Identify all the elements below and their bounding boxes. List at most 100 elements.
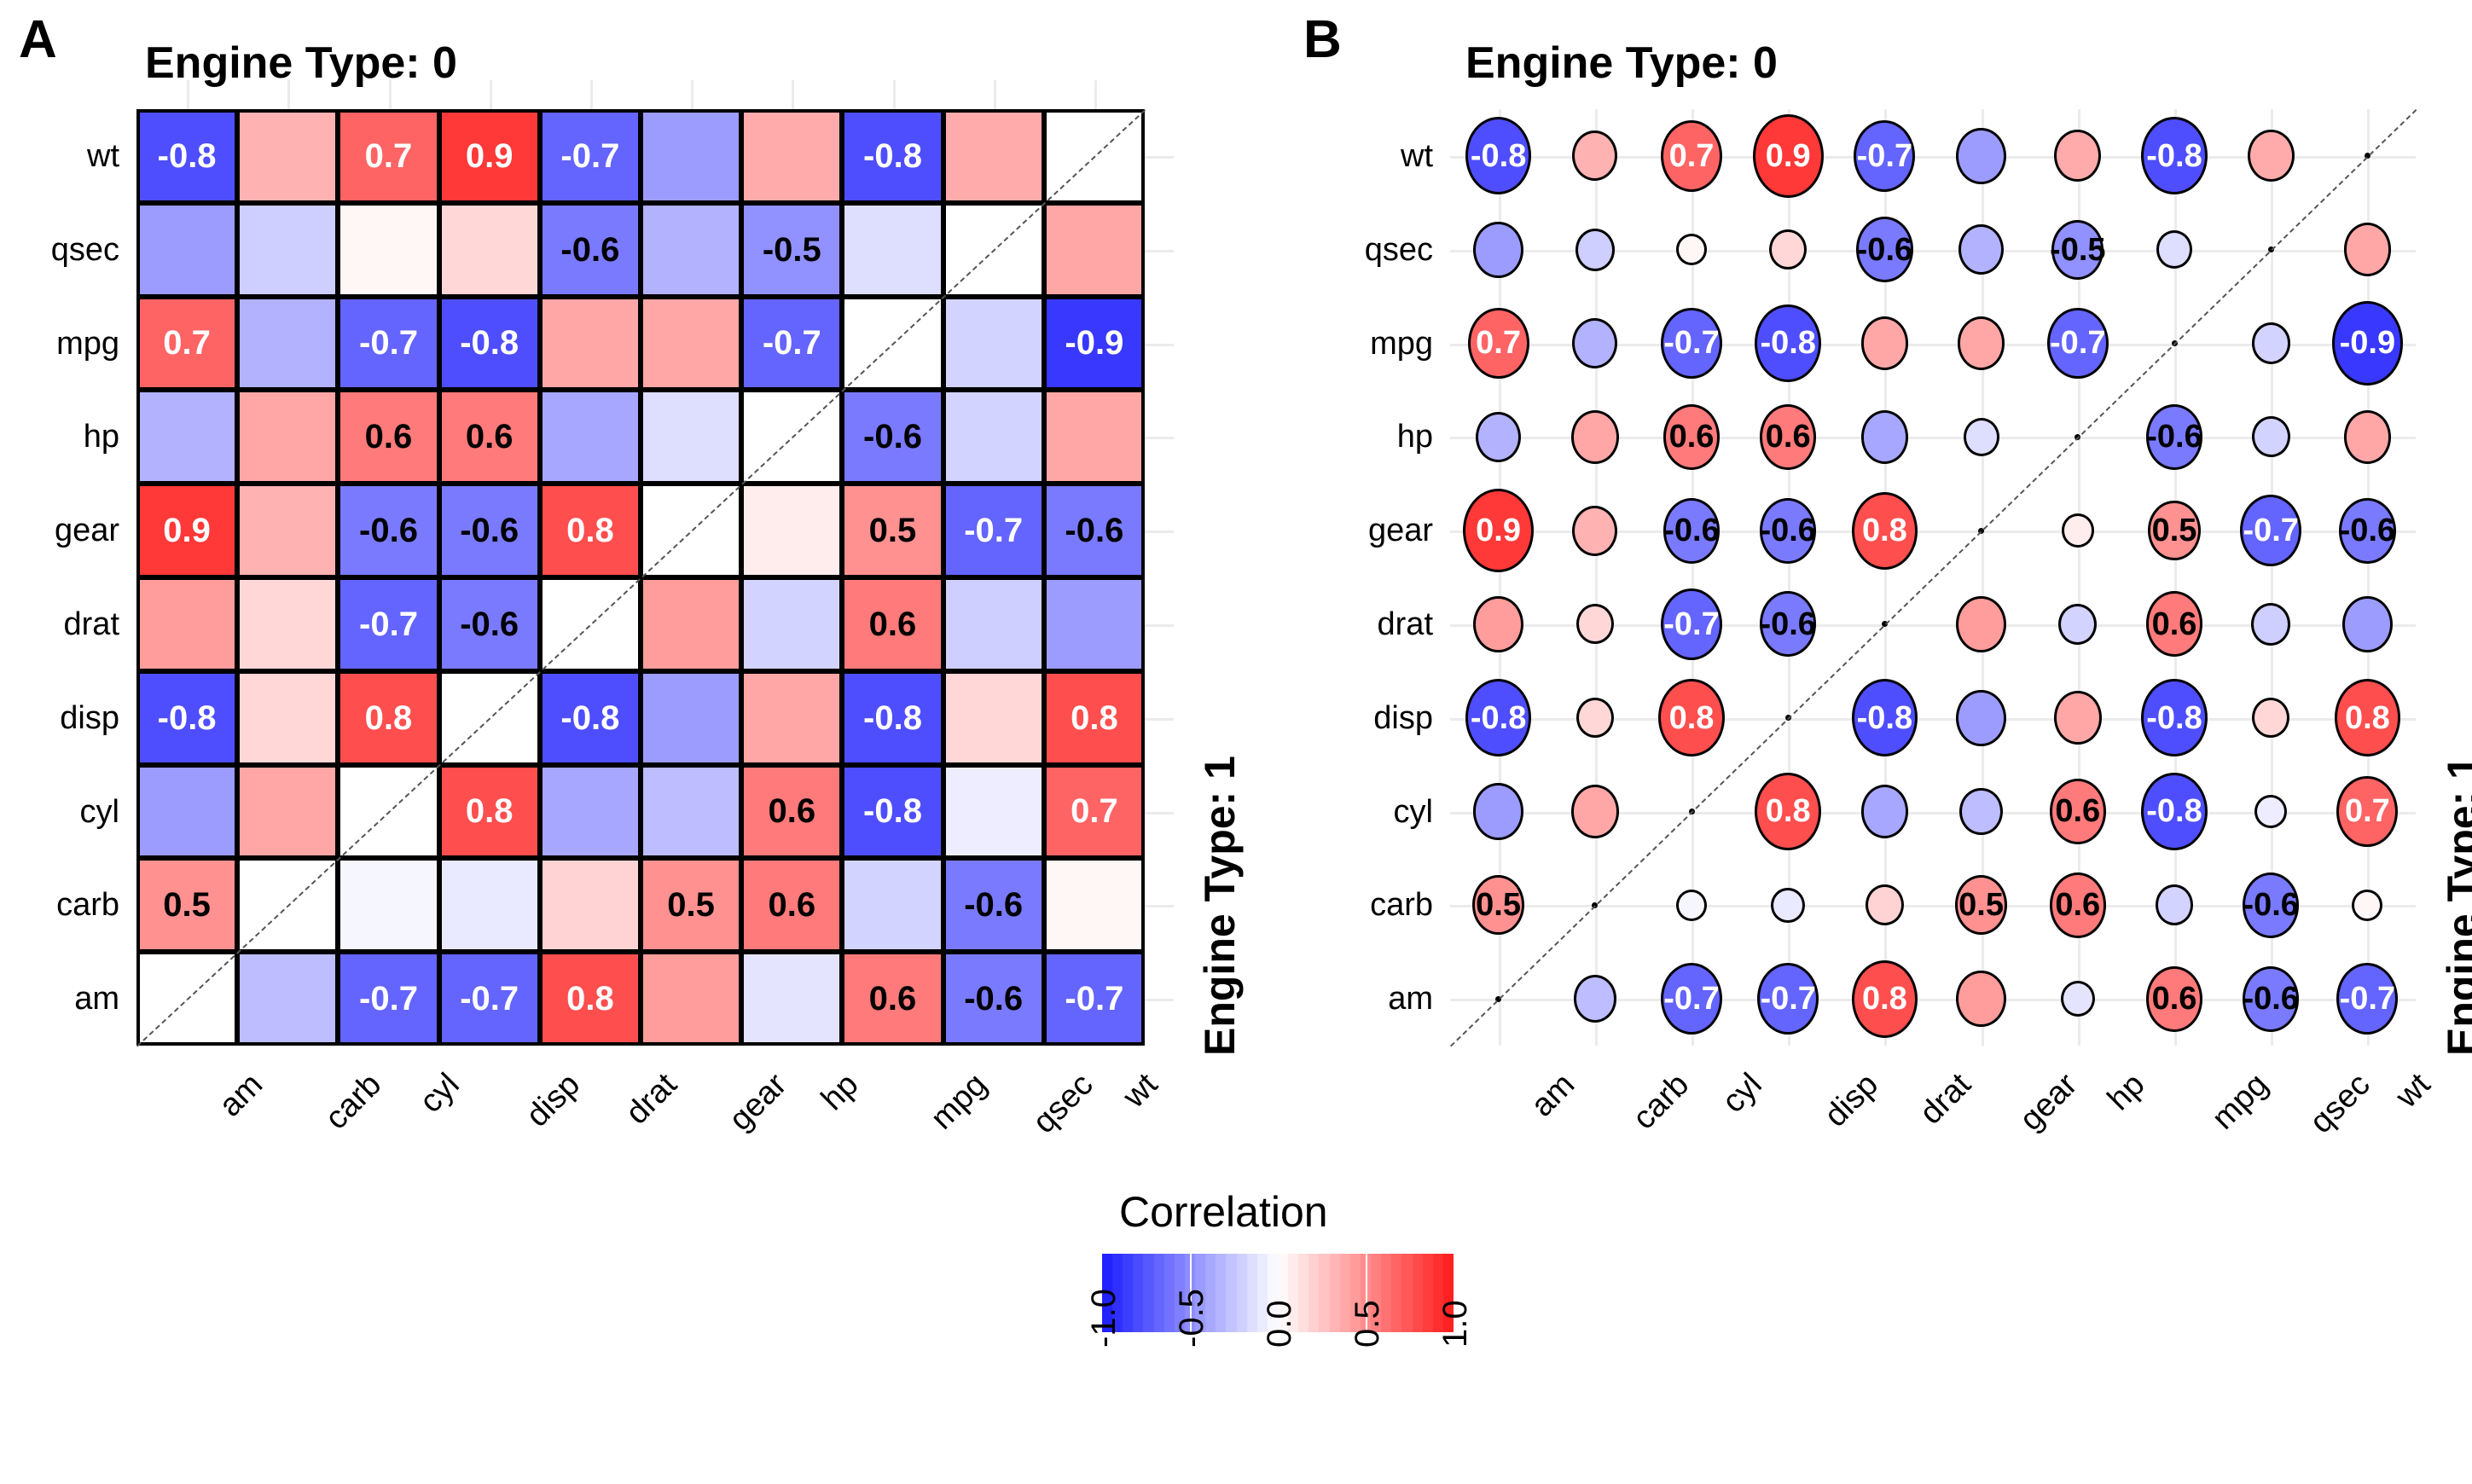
matrix-cell: -0.6 bbox=[943, 952, 1044, 1046]
matrix-cell-value: -0.6 bbox=[560, 230, 620, 269]
matrix-bubble bbox=[1963, 417, 1999, 456]
x-axis-label: am bbox=[1523, 1066, 1581, 1124]
gridline-horizontal bbox=[1450, 343, 2416, 346]
tick-stub-right bbox=[1145, 343, 1174, 346]
matrix-cell-value: -0.8 bbox=[863, 136, 922, 175]
matrix-bubble: -0.7 bbox=[1757, 963, 1819, 1035]
matrix-cell-value: -0.8 bbox=[157, 136, 217, 175]
matrix-bubble: -0.8 bbox=[1755, 304, 1821, 383]
matrix-bubble: -0.8 bbox=[1851, 679, 1918, 757]
matrix-cell: 0.7 bbox=[338, 109, 439, 203]
matrix-cell: 0.8 bbox=[438, 764, 540, 859]
matrix-bubble: -0.6 bbox=[1759, 497, 1817, 564]
matrix-bubble-value: -0.5 bbox=[2050, 231, 2106, 268]
panel-side-title-a: Engine Type: 1 bbox=[1196, 756, 1244, 1056]
legend-colorbar bbox=[1102, 1254, 1454, 1332]
matrix-cell-value: -0.7 bbox=[762, 324, 821, 362]
matrix-cell: 0.6 bbox=[842, 577, 943, 671]
tick-stub-right bbox=[1145, 155, 1174, 159]
panel-title-a: Engine Type: 0 bbox=[145, 38, 457, 88]
matrix-bubble-value: 0.7 bbox=[2344, 793, 2390, 830]
matrix-bubble bbox=[1956, 127, 2006, 184]
matrix-point-diagonal bbox=[1688, 809, 1695, 814]
matrix-cell bbox=[943, 764, 1044, 859]
matrix-bubble: 0.9 bbox=[1752, 113, 1824, 199]
matrix-bubble: -0.8 bbox=[1465, 679, 1532, 757]
matrix-cell bbox=[842, 858, 943, 953]
matrix-bubble-value: -0.9 bbox=[2339, 325, 2396, 362]
matrix-bubble-value: -0.7 bbox=[1856, 137, 1913, 174]
tick-stub-top bbox=[489, 80, 492, 109]
matrix-cell: -0.6 bbox=[1043, 484, 1145, 577]
matrix-point-diagonal bbox=[1978, 527, 1985, 534]
matrix-cell bbox=[136, 202, 238, 297]
matrix-bubble: -0.8 bbox=[2141, 117, 2208, 195]
matrix-bubble-value: 0.8 bbox=[1861, 513, 1907, 549]
matrix-bubble: -0.7 bbox=[1660, 963, 1722, 1035]
matrix-cell-value: -0.7 bbox=[964, 512, 1024, 550]
matrix-bubble-value: -0.6 bbox=[1760, 606, 1816, 642]
matrix-bubble bbox=[2254, 794, 2288, 829]
matrix-bubble bbox=[1860, 785, 1909, 838]
matrix-bubble: 0.7 bbox=[2336, 775, 2399, 848]
matrix-bubble bbox=[2053, 691, 2102, 745]
matrix-cell: -0.7 bbox=[539, 109, 641, 203]
y-axis-label: wt bbox=[1401, 137, 1433, 174]
matrix-bubble: -0.6 bbox=[1856, 217, 1913, 283]
gridline-vertical bbox=[1498, 109, 1501, 1046]
legend-tick-label: 0.0 bbox=[1261, 1300, 1298, 1348]
matrix-cell-value: -0.8 bbox=[157, 699, 217, 737]
matrix-bubble-value: -0.8 bbox=[1470, 699, 1527, 736]
matrix-bubble-value: 0.6 bbox=[2151, 981, 2197, 1017]
matrix-bubble bbox=[2058, 603, 2098, 646]
matrix-bubble-value: -0.7 bbox=[2050, 325, 2106, 362]
matrix-bubble: -0.6 bbox=[2339, 497, 2396, 564]
matrix-cell bbox=[539, 764, 641, 859]
matrix-bubble: -0.6 bbox=[2242, 872, 2300, 938]
matrix-bubble bbox=[2247, 130, 2295, 183]
matrix-cell bbox=[641, 390, 742, 484]
matrix-cell: 0.9 bbox=[438, 109, 540, 203]
matrix-cell bbox=[338, 858, 439, 953]
matrix-cell-value: 0.6 bbox=[465, 418, 514, 456]
matrix-bubble: 0.8 bbox=[1658, 679, 1725, 757]
matrix-bubble-value: -0.8 bbox=[1760, 325, 1816, 362]
matrix-bubble bbox=[2251, 416, 2290, 458]
y-axis-label: qsec bbox=[1364, 231, 1433, 268]
matrix-cell-value: -0.7 bbox=[359, 324, 418, 362]
y-axis-label: carb bbox=[1370, 887, 1433, 924]
gridline-vertical bbox=[1594, 109, 1598, 1046]
x-axis-label: am bbox=[212, 1066, 270, 1124]
matrix-cell-value: 0.6 bbox=[868, 605, 917, 643]
matrix-bubble: 0.5 bbox=[1955, 875, 2008, 936]
matrix-bubble: 0.6 bbox=[2145, 591, 2203, 658]
matrix-cell: -0.7 bbox=[438, 952, 540, 1046]
matrix-bubble bbox=[2155, 884, 2194, 926]
matrix-bubble: -0.7 bbox=[2336, 963, 2399, 1035]
matrix-cell-diagonal bbox=[741, 390, 843, 484]
matrix-bubble bbox=[1575, 604, 1614, 645]
matrix-bubble bbox=[1473, 221, 1523, 278]
matrix-cell bbox=[237, 670, 339, 765]
matrix-bubble bbox=[1573, 975, 1616, 1023]
matrix-cell-value: -0.6 bbox=[460, 605, 519, 643]
matrix-bubble bbox=[2060, 980, 2096, 1017]
matrix-bubble-value: 0.6 bbox=[2151, 606, 2197, 642]
matrix-cell-value: -0.7 bbox=[1065, 980, 1124, 1018]
x-axis-label: disp bbox=[1818, 1066, 1886, 1134]
matrix-bubble-value: -0.6 bbox=[2243, 887, 2299, 924]
y-axis-label: qsec bbox=[50, 231, 119, 268]
gridline-vertical bbox=[2271, 109, 2274, 1046]
y-axis-label: am bbox=[1388, 981, 1433, 1017]
matrix-cell bbox=[641, 577, 742, 671]
legend-notch bbox=[1366, 1254, 1367, 1332]
matrix-cell-value: 0.8 bbox=[566, 512, 614, 550]
matrix-cell bbox=[136, 577, 238, 671]
matrix-bubble-value: -0.7 bbox=[1663, 981, 1720, 1017]
matrix-cell bbox=[438, 202, 540, 297]
matrix-bubble: 0.7 bbox=[1660, 119, 1722, 192]
y-axis-label: gear bbox=[54, 513, 119, 549]
matrix-cell-value: 0.8 bbox=[566, 980, 614, 1018]
matrix-bubble-value: 0.7 bbox=[1476, 325, 1521, 362]
legend-tick-label: 0.5 bbox=[1349, 1300, 1386, 1348]
